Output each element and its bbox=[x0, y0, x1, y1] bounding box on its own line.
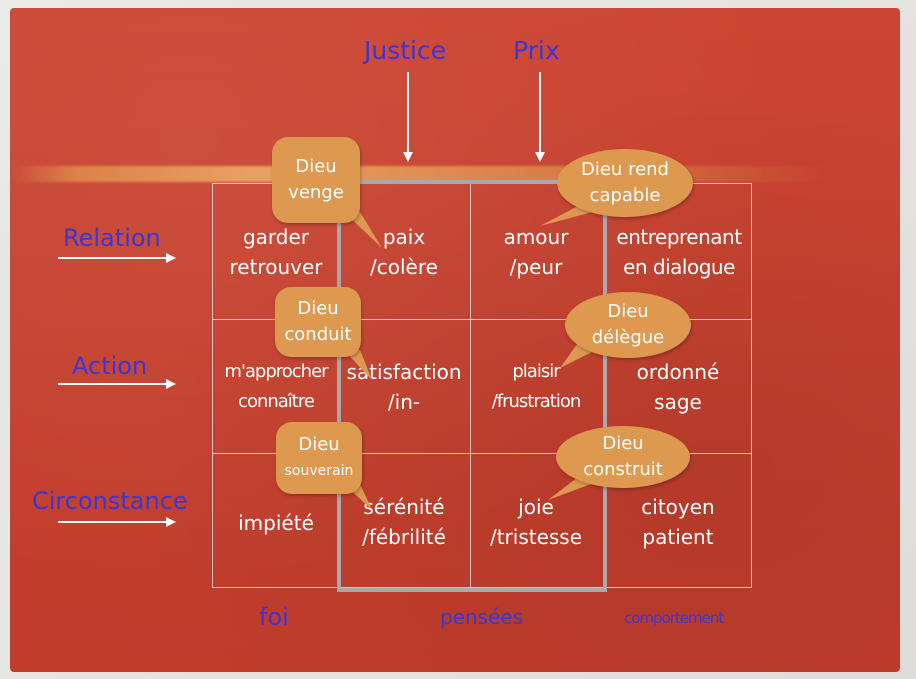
highlight-box bbox=[337, 180, 607, 592]
grid-line bbox=[470, 183, 471, 588]
cell-r3c1: impiété bbox=[238, 511, 314, 535]
row-label-action: Action bbox=[72, 352, 148, 380]
row-label-circonstance: Circonstance bbox=[32, 487, 188, 515]
column-label-comportement: comportement bbox=[624, 609, 724, 627]
label-prix: Prix bbox=[513, 36, 560, 65]
label-justice: Justice bbox=[364, 36, 447, 65]
cell-r2c2: satisfaction/in- bbox=[346, 360, 462, 414]
cell-r1c2: paix/colère bbox=[370, 225, 438, 279]
row-label-relation: Relation bbox=[63, 224, 161, 252]
cell-r3c3: joie/tristesse bbox=[489, 495, 583, 549]
grid-line bbox=[212, 319, 752, 320]
cell-r2c3: plaisir/frustration bbox=[491, 361, 582, 412]
column-label-foi: foi bbox=[259, 603, 289, 631]
grid-line bbox=[212, 453, 752, 454]
cell-r1c3: amour/peur bbox=[503, 225, 569, 279]
column-label-pensees: pensées bbox=[440, 605, 524, 629]
cell-r3c2: sérénité/fébrilité bbox=[362, 495, 446, 549]
